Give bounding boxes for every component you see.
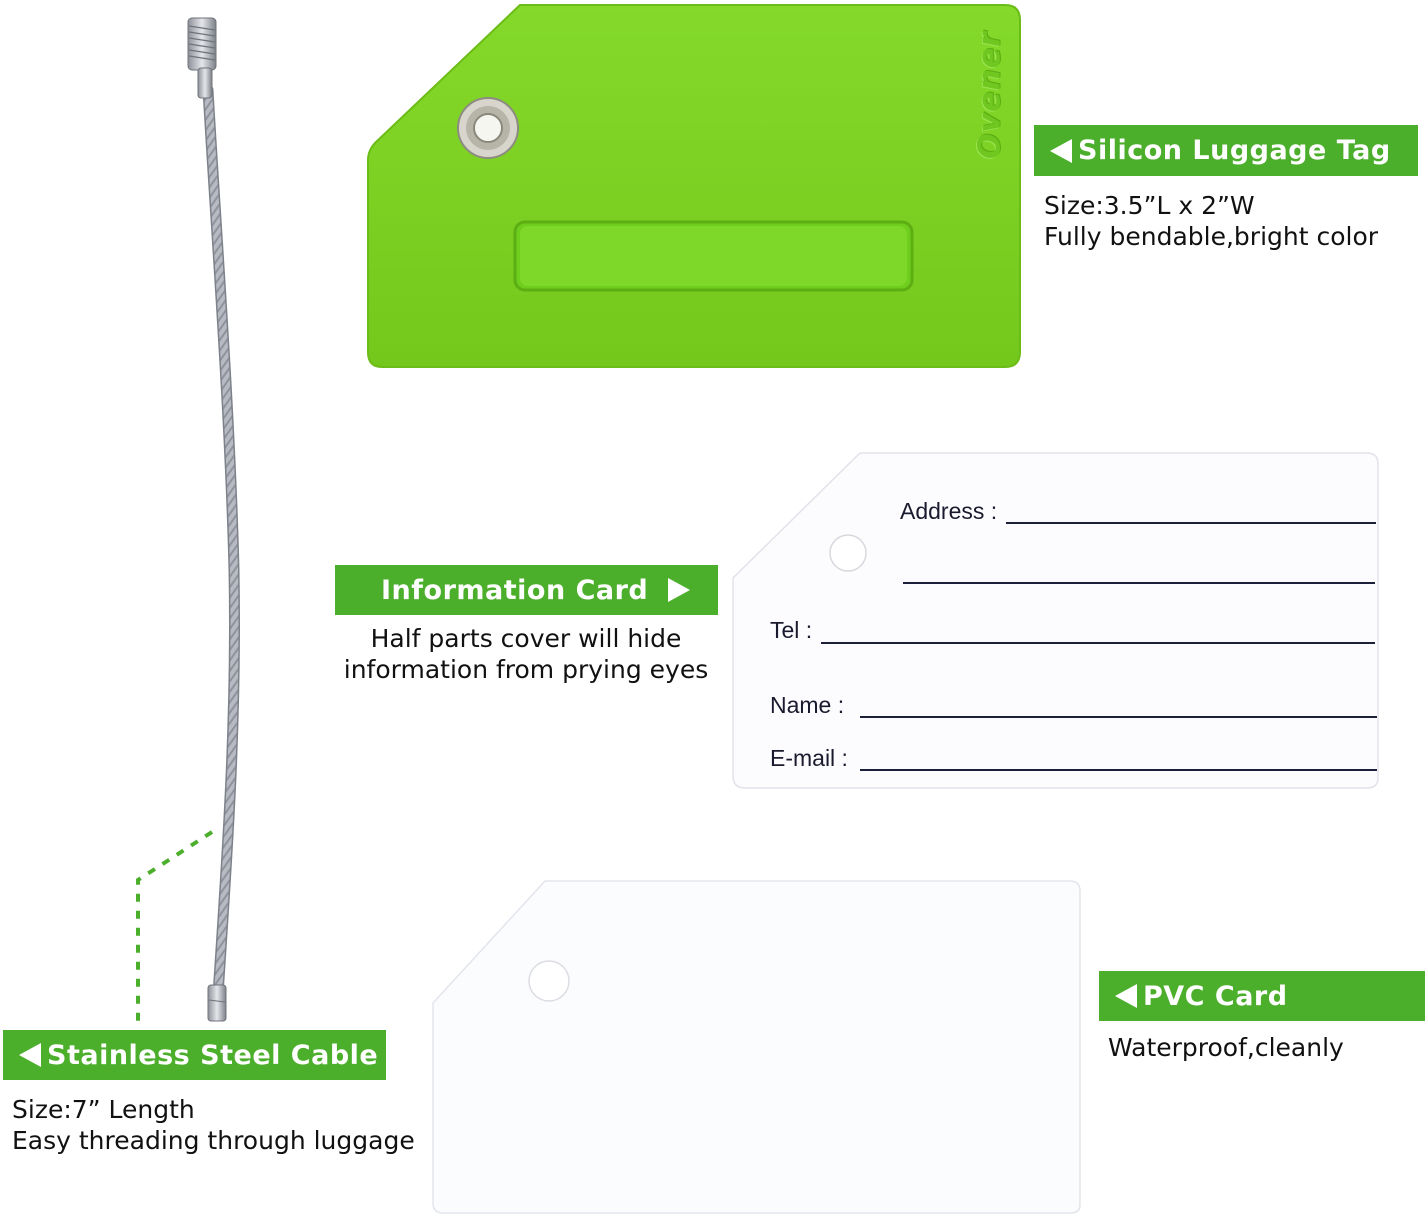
silicon-tag-size: Size:3.5”L x 2”W	[1044, 191, 1255, 220]
tel-line	[821, 642, 1375, 644]
information-card-desc-line2: information from prying eyes	[343, 655, 709, 684]
tel-field-label: Tel :	[770, 617, 813, 643]
email-field-label: E-mail :	[770, 745, 848, 771]
address-line-1	[1006, 522, 1376, 524]
triangle-right-icon	[668, 578, 691, 602]
information-card-description: Half parts cover will hide information f…	[332, 623, 720, 685]
triangle-left-icon	[19, 1043, 41, 1067]
grommet-icon	[457, 97, 519, 159]
name-field-label: Name :	[770, 692, 845, 718]
silicon-tag-label-text: Silicon Luggage Tag	[1078, 135, 1391, 166]
address-line-2	[903, 582, 1375, 584]
pvc-card-feature: Waterproof,cleanly	[1108, 1033, 1344, 1062]
information-card-desc-line1: Half parts cover will hide	[370, 624, 682, 653]
information-card-label-text: Information Card	[381, 574, 649, 606]
cable-label-text: Stainless Steel Cable	[47, 1039, 379, 1071]
name-line	[860, 716, 1377, 718]
triangle-left-icon	[1115, 984, 1137, 1008]
silicon-tag-feature: Fully bendable,bright color	[1044, 222, 1379, 251]
silicon-tag	[367, 4, 1021, 368]
pvc-card-description: Waterproof,cleanly	[1108, 1032, 1344, 1063]
steel-cable-icon	[187, 17, 240, 1022]
cable-feature: Easy threading through luggage	[12, 1126, 415, 1155]
information-card-label: Information Card	[335, 565, 718, 615]
email-line	[860, 769, 1377, 771]
pvc-card-label: PVC Card	[1099, 971, 1425, 1021]
triangle-left-icon	[1050, 138, 1072, 163]
dotted-connector	[136, 830, 214, 1025]
information-card	[732, 452, 1379, 789]
pvc-card	[432, 880, 1081, 1214]
cable-description: Size:7” Length Easy threading through lu…	[12, 1094, 415, 1156]
cable-size: Size:7” Length	[12, 1095, 195, 1124]
silicon-tag-description: Size:3.5”L x 2”W Fully bendable,bright c…	[1044, 190, 1378, 252]
brand-logo: Ovener	[972, 31, 1008, 159]
silicon-tag-label: Silicon Luggage Tag	[1034, 125, 1418, 176]
cable-label: Stainless Steel Cable	[3, 1030, 386, 1080]
address-field-label: Address :	[900, 498, 998, 524]
pvc-card-label-text: PVC Card	[1143, 980, 1288, 1012]
